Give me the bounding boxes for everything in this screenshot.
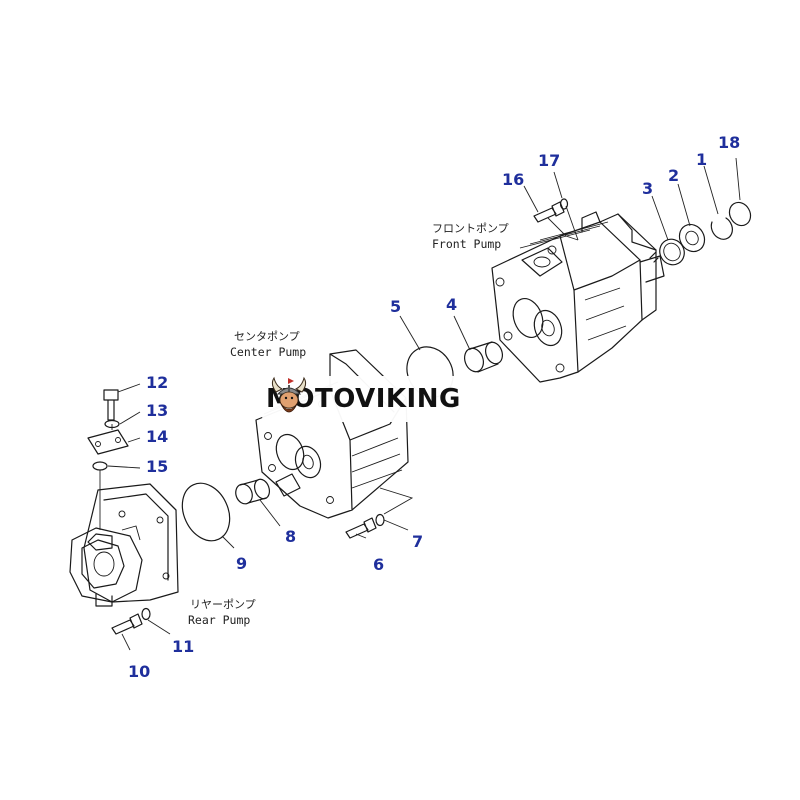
callout-8: 8	[285, 527, 296, 546]
coupling-part-8	[235, 478, 271, 505]
callout-5: 5	[390, 297, 401, 316]
o-ring-part-15	[92, 461, 108, 471]
center-pump-label-jp: センタポンプ	[234, 330, 300, 343]
washer-part-17	[559, 198, 569, 210]
callout-7: 7	[412, 532, 423, 551]
front-pump-housing	[491, 211, 665, 383]
callout-12: 12	[146, 373, 168, 392]
callout-9: 9	[236, 554, 247, 573]
washer-part-7	[375, 513, 385, 527]
o-ring-part-9	[181, 482, 231, 542]
cover-plate-part-14	[87, 429, 129, 455]
callout-17: 17	[538, 151, 560, 170]
center-pump-label-en: Center Pump	[230, 345, 306, 359]
rear-pump-label-en: Rear Pump	[188, 613, 250, 627]
callout-4: 4	[446, 295, 457, 314]
bolt-part-16	[533, 201, 565, 223]
callout-14: 14	[146, 427, 168, 446]
front-pump-label-en: Front Pump	[432, 237, 501, 251]
rear-pump-label-jp: リヤーポンプ	[190, 598, 256, 611]
watermark-banner: MOTOVIKING	[262, 376, 532, 422]
bolt-part-12	[103, 389, 119, 421]
callout-2: 2	[668, 166, 679, 185]
bolt-part-10	[111, 613, 143, 635]
callout-11: 11	[172, 637, 194, 656]
washer-part-11	[141, 607, 151, 621]
snap-ring-part-1	[710, 217, 733, 240]
callout-3: 3	[642, 179, 653, 198]
callout-13: 13	[146, 401, 168, 420]
front-pump-label-jp: フロントポンプ	[432, 222, 509, 235]
callout-16: 16	[502, 170, 524, 189]
callout-18: 18	[718, 133, 740, 152]
leader-lines	[99, 157, 741, 651]
callout-1: 1	[696, 150, 707, 169]
bolt-part-6	[345, 517, 377, 539]
callout-6: 6	[373, 555, 384, 574]
viking-logo-icon	[271, 376, 307, 413]
cap-part-18	[728, 201, 752, 227]
o-ring-part-3	[659, 238, 685, 266]
callout-15: 15	[146, 457, 168, 476]
callout-10: 10	[128, 662, 150, 681]
rear-pump-housing	[69, 483, 179, 607]
coupling-part-4	[463, 341, 504, 373]
